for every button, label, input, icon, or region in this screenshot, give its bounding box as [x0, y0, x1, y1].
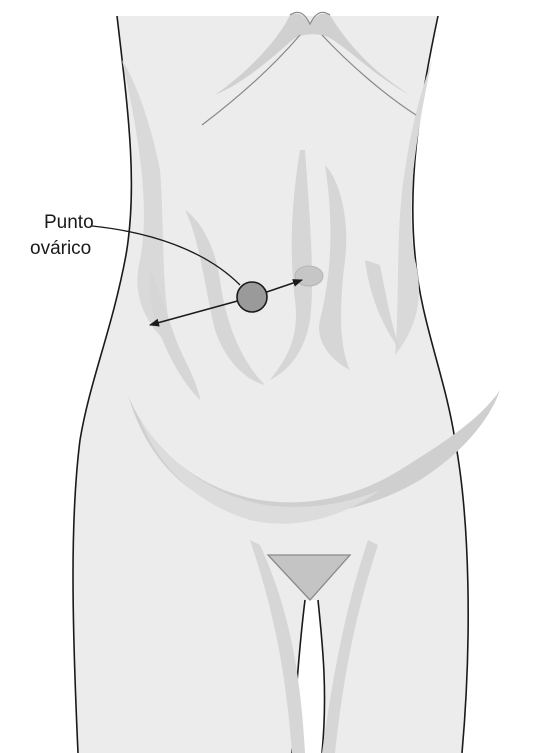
torso-silhouette — [73, 16, 468, 753]
annotation-label-line1: Punto — [44, 211, 94, 235]
annotation-label-line2: ovárico — [30, 237, 91, 261]
circle-marker-icon — [237, 282, 267, 312]
navel — [295, 266, 323, 286]
